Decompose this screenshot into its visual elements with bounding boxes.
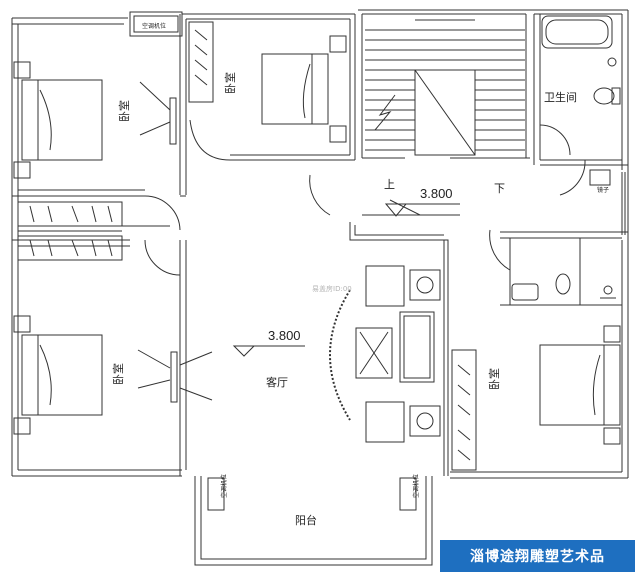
bedroom-top-left-label: 卧室 — [117, 100, 131, 122]
wardrobes — [29, 21, 477, 471]
balcony-ac-units — [207, 477, 417, 511]
watermark-banner: 淄博途翔雕塑艺术品 — [440, 540, 635, 572]
bedroom-bottom-left-label: 卧室 — [111, 363, 125, 385]
living-room-label: 客厅 — [266, 375, 288, 389]
window-markers — [137, 81, 213, 403]
faint-id-text: 易盖房ID:00 — [312, 285, 352, 293]
bathroom-label: 卫生间 — [544, 90, 577, 104]
stair-up-label: 上 — [384, 178, 395, 191]
stair-down-label: 下 — [494, 182, 505, 195]
bedroom-bottom-right-label: 卧室 — [487, 368, 501, 390]
ac-top-label: 空调机位 — [142, 22, 166, 30]
bathroom-fixtures — [511, 15, 621, 301]
stair-elevation-label: 3.800 — [420, 186, 453, 201]
beds — [13, 35, 621, 445]
elevation-markers — [232, 203, 460, 357]
staircase — [365, 19, 525, 216]
doors — [144, 124, 586, 276]
ac-balcony-right-label: 空调机位 — [412, 474, 420, 498]
mirror-label: 镜子 — [597, 186, 609, 194]
living-room-furniture — [329, 265, 441, 443]
living-elevation-label: 3.800 — [268, 328, 301, 343]
bedroom-top-center-label: 卧室 — [223, 72, 237, 94]
outer-walls — [11, 9, 629, 479]
ac-balcony-left-label: 空调机位 — [220, 474, 228, 498]
interior-walls — [12, 11, 628, 566]
balcony-label: 阳台 — [295, 513, 317, 527]
